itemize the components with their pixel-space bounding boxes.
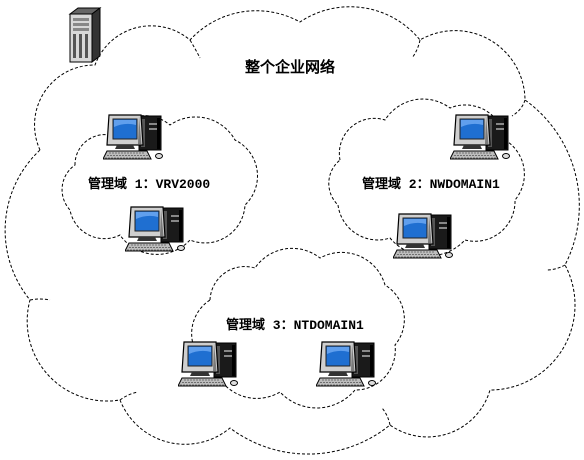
enterprise-network-cloud: [4, 6, 580, 455]
domain-2-cloud: [328, 98, 525, 257]
computer-icon: [178, 341, 239, 387]
domain-3-label: 管理域 3：NTDOMAIN1: [226, 318, 364, 333]
computer-icon: [103, 114, 164, 160]
computer-icon: [316, 341, 377, 387]
cloud-inner-hooks: [29, 39, 566, 426]
computer-icon: [450, 114, 511, 160]
computer-icon: [125, 206, 186, 252]
computer-icon: [393, 213, 454, 259]
server-icon: [68, 7, 102, 63]
domain-2-label: 管理域 2：NWDOMAIN1: [362, 177, 500, 192]
network-title: 整个企业网络: [245, 58, 336, 76]
domain-1-label: 管理域 1：VRV2000: [88, 177, 211, 192]
